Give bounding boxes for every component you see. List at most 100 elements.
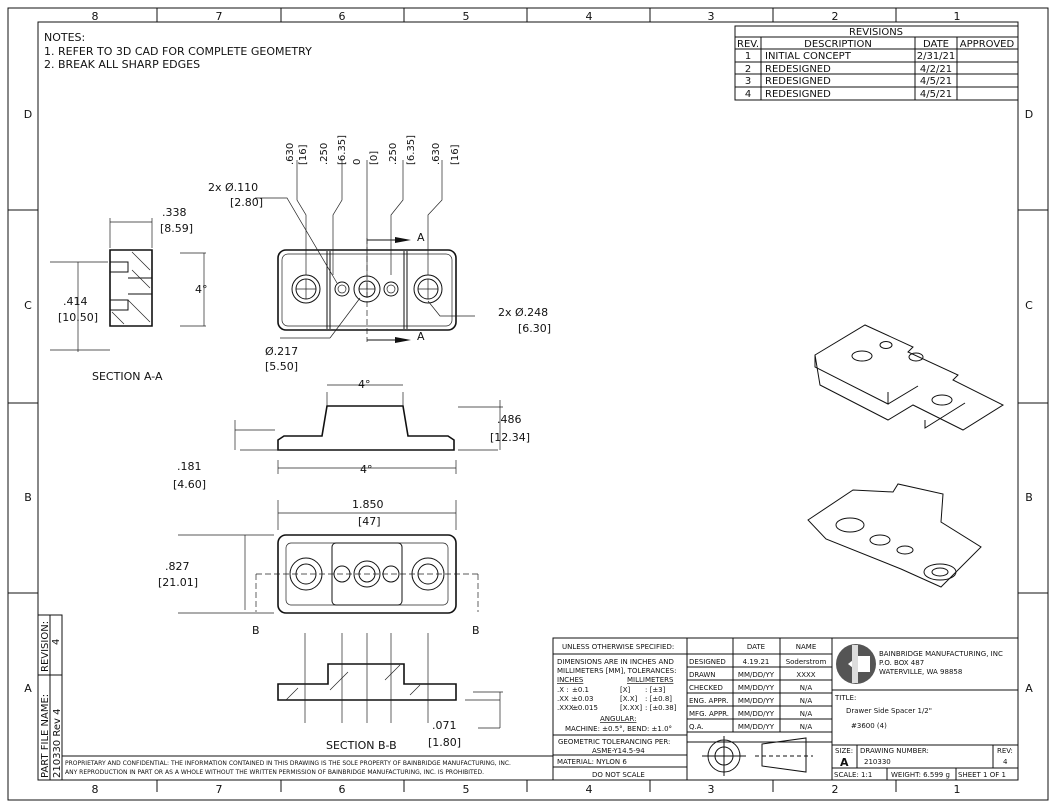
tolerance-text: MILLIMETERS [MM], TOLERANCES:: [557, 667, 676, 675]
drawing-text: XXXX: [796, 671, 815, 679]
drawing-line: [109, 249, 153, 327]
bottom-width-mm: [21.01]: [158, 576, 198, 589]
zone-col: 5: [463, 10, 470, 23]
rev-header: REV.: [737, 39, 759, 50]
drawing-line: [395, 237, 411, 343]
size-value: A: [840, 756, 849, 769]
section-bb-label: SECTION B-B: [326, 739, 397, 752]
hole-large-dim: 2x Ø.248: [498, 306, 548, 319]
size-label: SIZE:: [835, 747, 853, 755]
hole-center-dim: Ø.217: [265, 345, 298, 358]
drawing-text: 4.19.21: [743, 658, 770, 666]
description-cell: INITIAL CONCEPT: [765, 51, 852, 62]
drawing-text: CHECKED: [689, 684, 723, 692]
drawing-line: [111, 251, 151, 325]
drawing-subtitle: #3600 (4): [851, 722, 887, 730]
rev-cell: 2: [745, 64, 751, 75]
zone-col: 6: [339, 10, 346, 23]
drawing-text: N/A: [800, 684, 813, 692]
drawing-line: [734, 25, 1019, 101]
drawing-text: MFG. APPR.: [689, 710, 729, 718]
drawing-text: : [±0.8]: [645, 695, 672, 703]
zone-col: 8: [92, 10, 99, 23]
do-not-scale: DO NOT SCALE: [592, 771, 645, 779]
date-cell: 2/31/21: [917, 51, 956, 62]
drawing-number: 210330: [864, 758, 891, 766]
drawing-text: ±0.1: [572, 686, 589, 694]
drawing-line: [553, 653, 687, 768]
rev-value: 4: [1003, 758, 1008, 766]
zone-col: 3: [708, 783, 715, 796]
ordinate-dim: .630: [431, 143, 442, 165]
zone-col: 7: [216, 10, 223, 23]
description-cell: REDESIGNED: [765, 76, 831, 87]
zone-col: 2: [832, 10, 839, 23]
drawing-line: [386, 284, 396, 294]
ordinate-dim: [6.35]: [337, 135, 348, 165]
side-base-mm: [4.60]: [173, 478, 206, 491]
weight: WEIGHT: 6.599 g: [891, 771, 950, 779]
isometric-view-top: [814, 324, 1005, 431]
drawing-text: N/A: [800, 697, 813, 705]
drawing-line: [923, 563, 957, 581]
date-header: DATE: [747, 643, 765, 651]
drawing-text: MM/DD/YY: [738, 684, 775, 692]
drawing-line: UNLESS OTHERWISE SPECIFIED: DIMENSIONS A…: [557, 643, 677, 779]
ordinate-dim: [6.35]: [406, 135, 417, 165]
inches-label: INCHES: [557, 676, 584, 684]
date-cell: 4/5/21: [920, 76, 952, 87]
proprietary-line: ANY REPRODUCTION IN PART OR AS A WHOLE W…: [65, 769, 484, 776]
drawing-line: .630 [16] .250 [6.35] 0 [0] .250 [6.35] …: [285, 135, 461, 165]
rev-label: REV:: [997, 747, 1013, 755]
zone-row: A: [1025, 682, 1033, 695]
tolerance-text: DIMENSIONS ARE IN INCHES AND: [557, 658, 674, 666]
side-view: 4° 4° .486 [12.34] .181 [4.60]: [173, 378, 530, 491]
drawing-line: [896, 545, 914, 555]
drawing-line: [814, 355, 966, 429]
angular-label: ANGULAR:: [600, 715, 636, 723]
drawing-line: 1.850 [47] .827 [21.01] B B: [158, 498, 480, 637]
drawing-line: [277, 405, 455, 451]
drawing-text: DRAWN: [689, 671, 716, 679]
section-mark-b: B: [472, 624, 480, 637]
notes-heading: NOTES:: [44, 31, 85, 44]
section-mark-b: B: [252, 624, 260, 637]
drawing-line: [334, 281, 350, 297]
date-header: DATE: [923, 39, 949, 50]
side-height-mm: [12.34]: [490, 431, 530, 444]
revision-label: REVISION:: [40, 621, 51, 672]
date-cell: 4/2/21: [920, 64, 952, 75]
ordinate-dim: 0: [352, 159, 363, 165]
hole-small-dim: 2x Ø.110: [208, 181, 258, 194]
drawing-text: MM/DD/YY: [738, 723, 775, 731]
zone-row: C: [24, 299, 32, 312]
drawing-text: .XXX :: [557, 704, 578, 712]
section-aa-width: .338: [162, 206, 187, 219]
zone-row: D: [24, 108, 32, 121]
section-b-b: .071 [1.80] SECTION B-B: [277, 633, 503, 752]
geometric-label: GEOMETRIC TOLERANCING PER:: [558, 738, 670, 746]
note-item: 1. REFER TO 3D CAD FOR COMPLETE GEOMETRY: [44, 45, 312, 58]
drawing-line: [908, 352, 924, 362]
sheet: SHEET 1 OF 1: [958, 771, 1006, 779]
zone-row: C: [1025, 299, 1033, 312]
date-cell: 4/5/21: [920, 89, 952, 100]
side-angle-top: 4°: [358, 378, 371, 391]
zone-ticks: [8, 8, 1048, 792]
note-item: 2. BREAK ALL SHARP EDGES: [44, 58, 200, 71]
bottom-view: 1.850 [47] .827 [21.01] B B: [158, 498, 480, 637]
drawing-text: [X.XX]: [620, 704, 642, 712]
drawing-line: [761, 737, 807, 773]
zone-col: 5: [463, 783, 470, 796]
drawing-text: : [±0.38]: [645, 704, 677, 712]
drawing-line: [255, 160, 475, 339]
drawing-line: 4° 4° .486 [12.34] .181 [4.60]: [173, 378, 530, 491]
drawing-line: [50, 218, 153, 352]
drawing-text: .X :: [557, 686, 569, 694]
bottom-length-mm: [47]: [358, 515, 381, 528]
drawing-text: [X.X]: [620, 695, 638, 703]
